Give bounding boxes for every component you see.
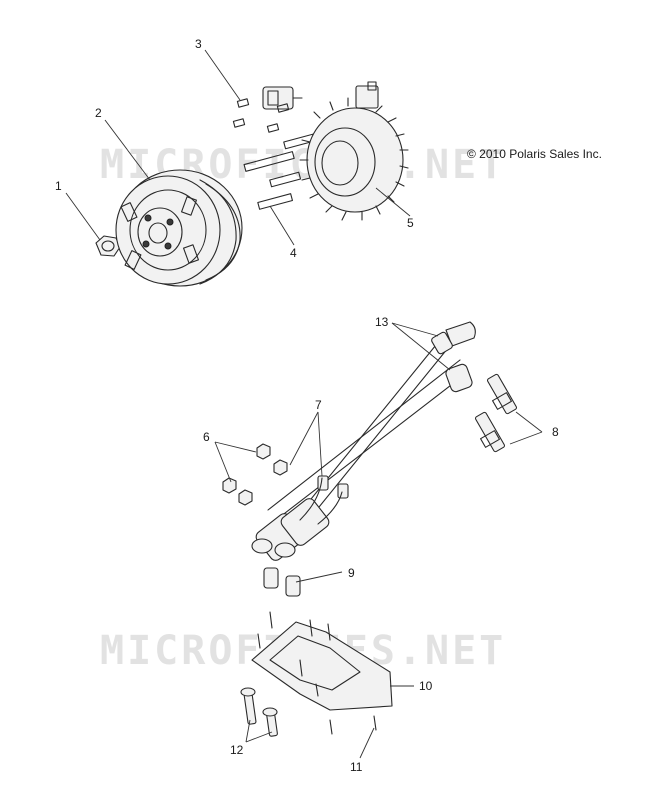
mounting-bolts xyxy=(240,687,278,737)
coil-bracket xyxy=(251,619,393,711)
callout-12: 12 xyxy=(230,743,244,757)
callout-2: 2 xyxy=(95,106,102,120)
pickup-sensor xyxy=(262,86,303,110)
callout-10: 10 xyxy=(419,679,433,693)
callout-9: 9 xyxy=(348,566,355,580)
copyright-notice: © 2010 Polaris Sales Inc. xyxy=(467,147,602,161)
flywheel xyxy=(115,169,243,287)
callout-4: 4 xyxy=(290,246,297,260)
stator xyxy=(299,81,409,221)
callout-8: 8 xyxy=(552,425,559,439)
spark-plug-caps xyxy=(431,321,476,393)
callout-1: 1 xyxy=(55,179,62,193)
leader-lines xyxy=(65,49,543,759)
coil-nuts xyxy=(222,443,288,506)
stator-bolts xyxy=(243,133,316,210)
callout-11: 11 xyxy=(350,760,363,774)
callout-6: 6 xyxy=(203,430,210,444)
spark-plugs xyxy=(474,373,518,453)
ignition-coil-assembly xyxy=(251,339,469,561)
spacers xyxy=(263,567,301,597)
bracket-screws xyxy=(257,611,377,735)
callout-3: 3 xyxy=(195,37,202,51)
sensor-screws xyxy=(232,98,290,133)
callout-7: 7 xyxy=(315,398,322,412)
callout-5: 5 xyxy=(407,216,414,230)
callout-labels: 1 2 3 4 5 6 7 8 9 10 11 12 13 xyxy=(55,37,559,774)
callout-13: 13 xyxy=(375,315,389,329)
